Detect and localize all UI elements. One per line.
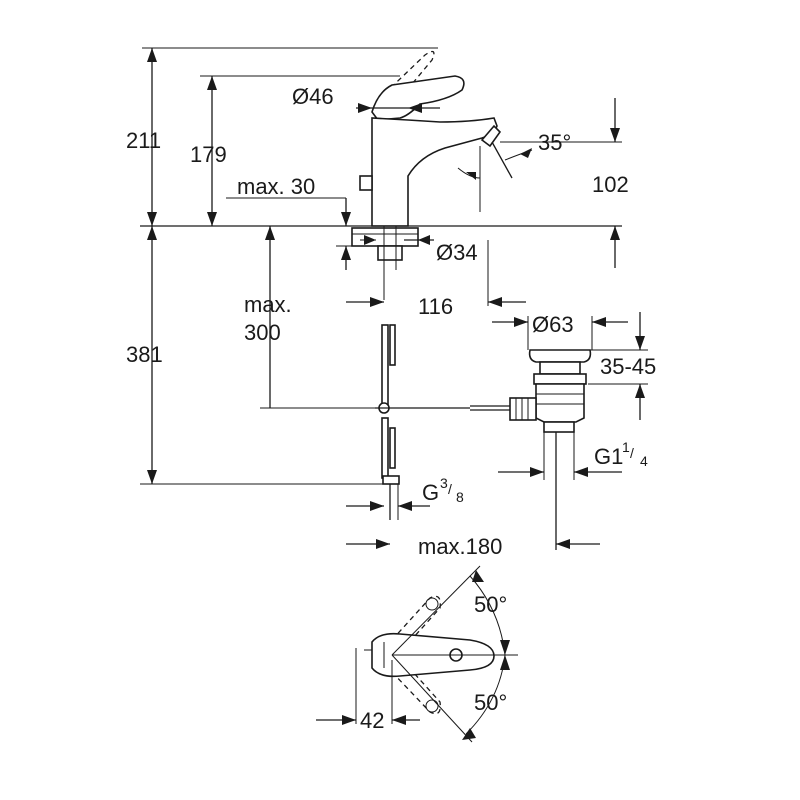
pop-up-knob [359, 175, 373, 191]
lever [371, 75, 465, 121]
label-g38: G [422, 480, 439, 505]
label-42: 42 [360, 708, 384, 733]
label-179: 179 [190, 142, 227, 167]
faucet-top-view [316, 565, 518, 743]
label-diameter-46: Ø46 [292, 84, 334, 109]
label-diameter-63: Ø63 [532, 312, 574, 337]
rod-lower [389, 427, 396, 469]
label-angle-50-top: 50° [474, 592, 507, 617]
label-max-300-line1: max. [244, 292, 292, 317]
label-116: 116 [418, 294, 453, 319]
label-angle-35: 35° [538, 130, 571, 155]
supply-hose-lower [381, 417, 389, 479]
label-g1: G1 [594, 444, 623, 469]
label-angle-50-bottom: 50° [474, 690, 507, 715]
label-g1-frac-num: 1 [622, 439, 630, 455]
label-diameter-34: Ø34 [436, 240, 478, 265]
dimension-labels: 211 179 Ø46 35° 102 max. 30 Ø34 116 max.… [126, 84, 656, 733]
label-102: 102 [592, 172, 629, 197]
waste-body [535, 383, 585, 423]
label-35-45: 35-45 [600, 354, 656, 379]
label-g1-frac-den: 4 [640, 453, 648, 469]
label-211: 211 [126, 128, 161, 153]
mounting-plate [351, 227, 419, 247]
label-g1-frac-slash: / [630, 445, 634, 461]
waste-cap [528, 349, 592, 363]
supply-nut [382, 475, 400, 485]
dimension-lines [140, 47, 648, 549]
supply-hose-upper [381, 324, 389, 406]
pop-up-rod [389, 324, 396, 366]
label-max-180: max.180 [418, 534, 502, 559]
spout-tip [480, 124, 502, 148]
label-g38-frac-den: 8 [456, 489, 464, 505]
label-max-300-line2: 300 [244, 320, 281, 345]
waste-flange [539, 361, 581, 375]
waste-outlet [543, 421, 575, 433]
label-max-30: max. 30 [237, 174, 315, 199]
label-g38-frac-slash: / [448, 481, 452, 497]
mounting-nut [377, 245, 403, 261]
faucet-body [371, 117, 498, 227]
waste-washer [533, 373, 587, 385]
waste-lever-coupling [509, 397, 537, 421]
label-381: 381 [126, 342, 163, 367]
waste-assembly [509, 349, 592, 550]
label-g38-frac-num: 3 [440, 475, 448, 491]
